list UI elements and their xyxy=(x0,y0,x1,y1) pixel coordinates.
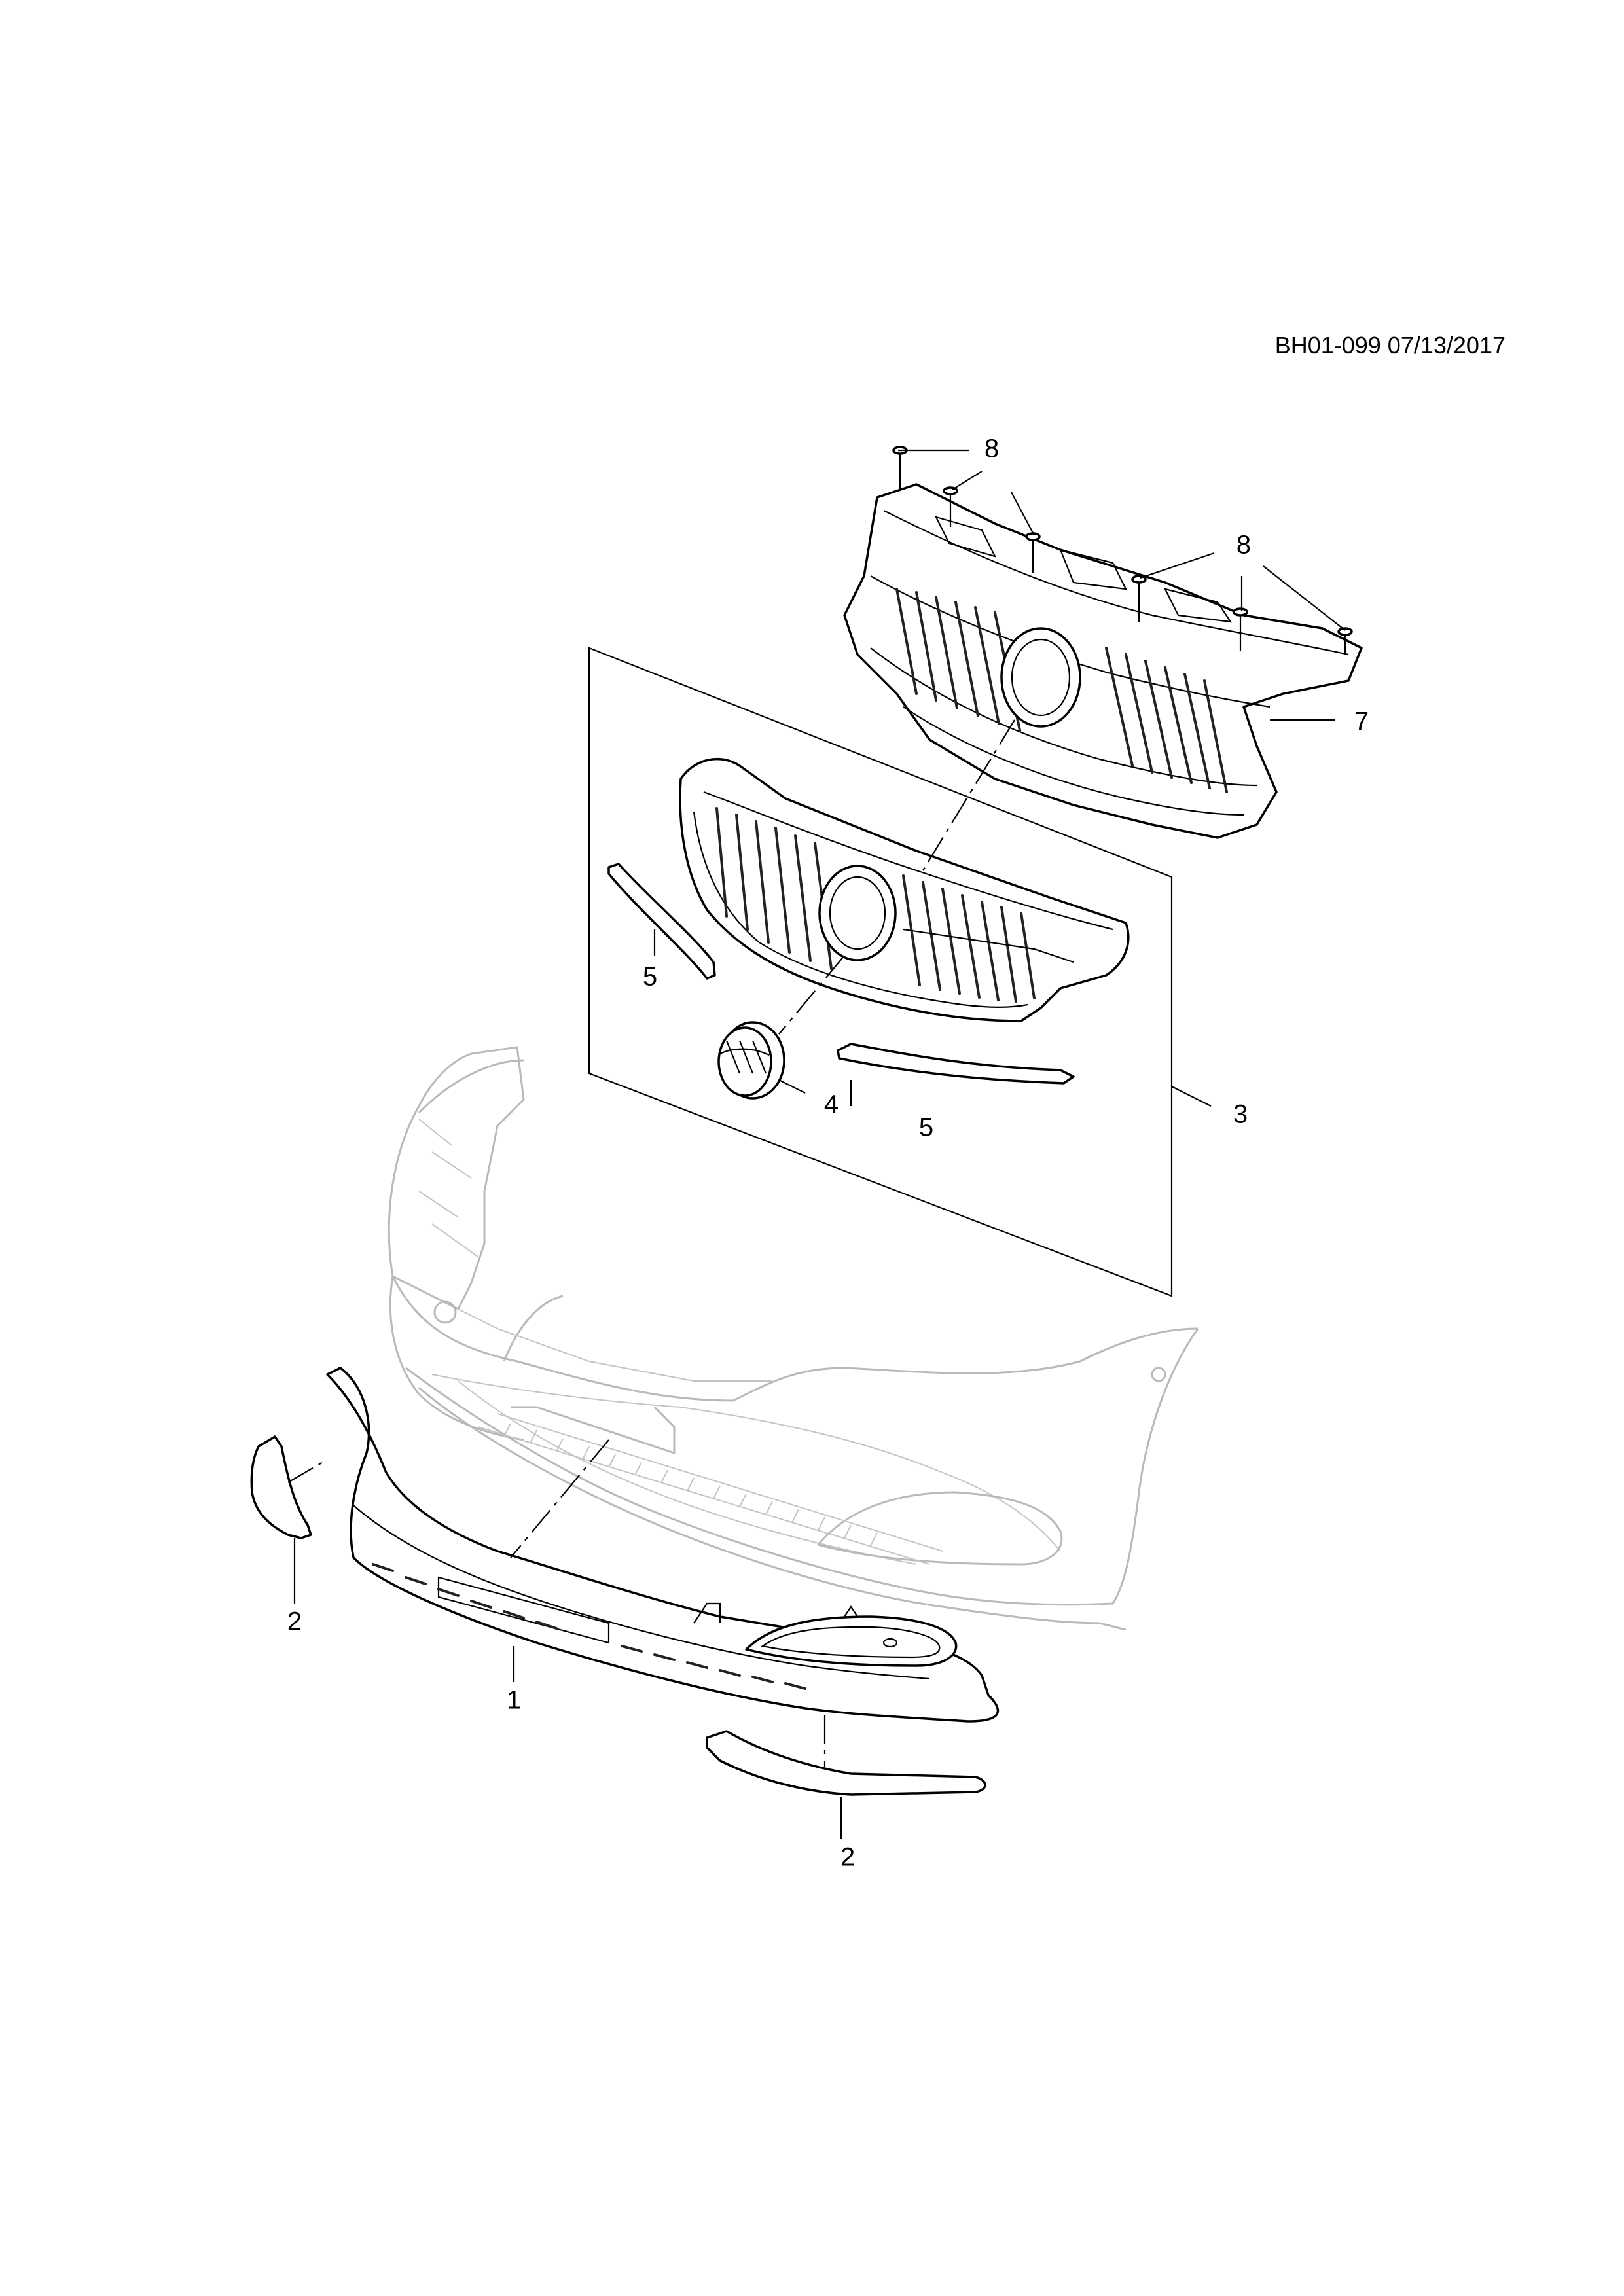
callout-2-right: 2 xyxy=(840,1843,855,1872)
callout-1: 1 xyxy=(507,1686,521,1715)
fastener-clip-icon xyxy=(892,446,908,491)
callout-5-left: 5 xyxy=(643,963,657,992)
callout-3: 3 xyxy=(1233,1100,1248,1129)
callout-2-left: 2 xyxy=(287,1607,302,1636)
front-bumper-fascia-ghost xyxy=(388,1046,1199,1631)
fascia-end-cap-right xyxy=(706,1730,986,1796)
callout-7: 7 xyxy=(1354,708,1369,736)
reference-code: BH01-099 07/13/2017 xyxy=(1275,332,1506,359)
assembly-axes xyxy=(287,719,1015,1767)
leader-lines xyxy=(293,449,1346,1839)
grille-vanes xyxy=(715,807,1036,1003)
lower-bumper-fascia xyxy=(326,1367,1000,1723)
callout-4: 4 xyxy=(824,1090,839,1119)
callout-8-upper-right: 8 xyxy=(1236,531,1251,560)
fascia-end-cap-left xyxy=(250,1435,312,1539)
fastener-clip-icon xyxy=(1233,607,1248,651)
fastener-clip-icon xyxy=(1337,627,1353,655)
callout-8-upper-left: 8 xyxy=(984,435,999,463)
grille-kit-frame xyxy=(588,647,1173,1297)
grille-emblem-opening xyxy=(818,865,897,961)
callout-5-right: 5 xyxy=(919,1113,933,1142)
emblem-badge xyxy=(717,1021,785,1100)
grille-trim-strip-right xyxy=(837,1043,1075,1085)
lower-fascia-vents xyxy=(372,1563,806,1690)
fastener-clip-icon xyxy=(1025,532,1041,573)
grille-trim-strip-left xyxy=(607,863,716,980)
grille-support-bracket xyxy=(843,483,1363,839)
fascia-lower-grille-ghost xyxy=(477,1413,943,1565)
support-emblem-opening xyxy=(1000,627,1081,728)
grille-assembly xyxy=(679,757,1130,1022)
